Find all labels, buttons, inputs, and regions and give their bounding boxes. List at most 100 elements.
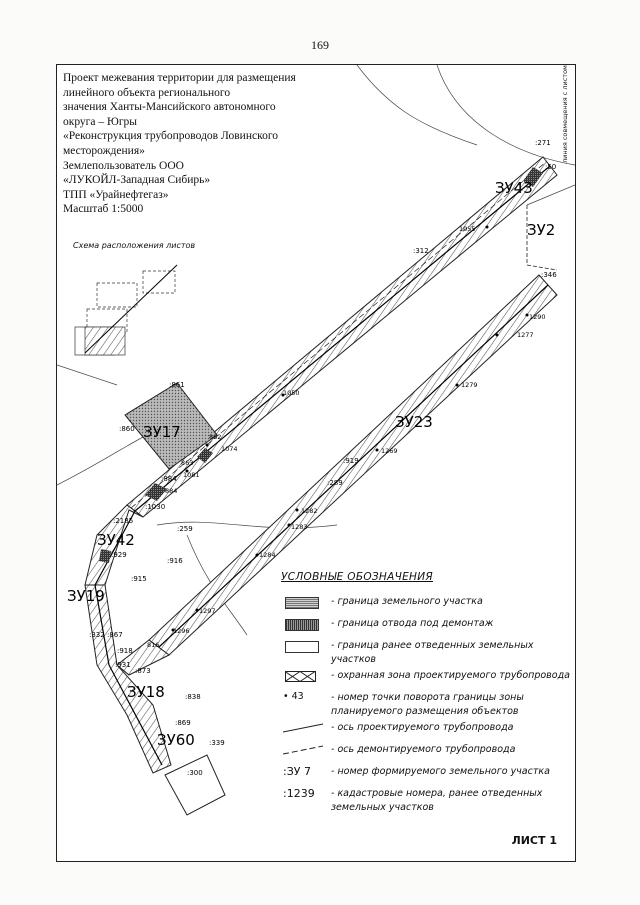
scheme-title: Схема расположения листов	[73, 241, 196, 250]
point-1055: 1055	[459, 225, 476, 233]
parcel-labels: :271 :50 :312 :346 :860 :861 :259 :916 :…	[89, 139, 557, 777]
legend-item: - ось проектируемого трубопровода	[279, 719, 571, 741]
parcel-259: :259	[177, 525, 193, 533]
parcel-346: :346	[541, 271, 557, 279]
legend-title: УСЛОВНЫЕ ОБОЗНАЧЕНИЯ	[281, 571, 433, 583]
point-1282: 1282	[301, 507, 318, 515]
sheet-index-1	[84, 326, 126, 356]
parcel-873: :873	[135, 667, 151, 675]
parcel-2185: :2185	[113, 517, 133, 525]
title-line: Масштаб 1:5000	[63, 203, 144, 216]
title-line: «ЛУКОЙЛ-Западная Сибирь»	[63, 174, 211, 187]
title-line: линейного объекта регионального	[63, 86, 231, 99]
parcel-860: :860	[119, 425, 135, 433]
point-1081: 1081	[183, 471, 200, 479]
legend-symbol-protection-zone	[279, 668, 331, 684]
sheet-index-3	[86, 308, 128, 334]
legend-symbol-projected-axis	[279, 720, 331, 736]
boundary-points	[171, 225, 529, 632]
legend-item: - граница ранее отведенных земельных уча…	[279, 637, 571, 667]
legend-item: :ЗУ 7 - номер формируемого земельного уч…	[279, 763, 571, 785]
demolition-segments	[99, 167, 543, 563]
label-zu43: ЗУ43	[495, 179, 533, 197]
title-line: значения Ханты-Мансийского автономного	[63, 101, 276, 114]
parcel-289: :289	[327, 479, 343, 487]
point-1279: 1279	[461, 381, 478, 389]
legend-text: - граница земельного участка	[331, 596, 483, 607]
parcel-931: :931	[115, 661, 131, 669]
point-1050: 1050	[283, 389, 300, 397]
parcel-332: :332	[89, 631, 105, 639]
legend-symbol-demolished-axis	[279, 742, 331, 758]
parcel-929: :929	[111, 551, 127, 559]
legend-item: - граница земельного участка	[279, 593, 571, 615]
legend-text: - ось демонтируемого трубопровода	[331, 744, 516, 755]
parcel-312: :312	[413, 247, 429, 255]
parcel-300: :300	[187, 769, 203, 777]
legend-item: :1239 - кадастровые номера, ранее отведе…	[279, 785, 571, 815]
parcel-869: :869	[175, 719, 191, 727]
legend-text: - номер точки поворота границы зоны план…	[331, 692, 524, 717]
title-line: Проект межевания территории для размещен…	[63, 72, 296, 84]
point-816: 816	[147, 641, 159, 649]
legend-item: - ось демонтируемого трубопровода	[279, 741, 571, 763]
parcel-271: :271	[535, 139, 551, 147]
title-line: Землепользователь ООО	[63, 159, 184, 172]
sheet-index-scheme	[74, 264, 178, 356]
parcel-300	[164, 754, 226, 816]
point-884: 884	[165, 487, 177, 495]
sheet-index-4	[96, 282, 138, 308]
parcel-915: :915	[131, 575, 147, 583]
page-number: 169	[311, 38, 329, 52]
cadastral-map	[57, 65, 575, 816]
point-1074: 1074	[221, 445, 238, 453]
parcel-zu2-boundary	[526, 205, 558, 271]
parcel-1030: :1030	[145, 503, 165, 511]
point-labels: 1055 1290 1277 1279 1050 1269 1074 1081 …	[147, 225, 546, 649]
parcel-916: :916	[167, 557, 183, 565]
point-1277: 1277	[517, 331, 534, 339]
title-block: Проект межевания территории для размещен…	[63, 71, 323, 217]
point-863: 863	[181, 459, 193, 467]
legend-symbol-prior-parcel	[279, 638, 331, 654]
parcel-867: :867	[107, 631, 123, 639]
legend-item: • 43 - номер точки поворота границы зоны…	[279, 689, 571, 719]
legend-item: - охранная зона проектируемого трубопров…	[279, 667, 571, 689]
label-zu18: ЗУ18	[127, 683, 165, 701]
map-labels: ЗУ43 ЗУ2 ЗУ17 ЗУ23 ЗУ42 ЗУ19 ЗУ18 ЗУ60 :…	[67, 139, 557, 777]
legend-symbol-new-parcel: :ЗУ 7	[283, 765, 311, 778]
parcel-884: :884	[161, 475, 177, 483]
label-zu42: ЗУ42	[97, 531, 135, 549]
label-zu19: ЗУ19	[67, 587, 105, 605]
legend-symbol-turn-point: • 43	[283, 691, 304, 702]
parcel-339: :339	[209, 739, 225, 747]
title-line: «Реконструкция трубопроводов Ловинского	[63, 130, 279, 143]
label-zu23: ЗУ23	[395, 413, 433, 431]
sheet-index-5	[142, 270, 176, 294]
legend: УСЛОВНЫЕ ОБОЗНАЧЕНИЯ - граница земельног…	[279, 571, 571, 815]
legend-symbol-cadastral: :1239	[283, 787, 315, 800]
pipeline-corridor-west	[84, 504, 172, 774]
parcel-918: :918	[117, 647, 133, 655]
label-zu17: ЗУ17	[143, 423, 181, 441]
legend-item: - граница отвода под демонтаж	[279, 615, 571, 637]
parcel-838: :838	[185, 693, 201, 701]
sheet-label: ЛИСТ 1	[511, 834, 557, 847]
legend-symbol-demolition-boundary	[279, 616, 331, 632]
parcel-861: :861	[169, 381, 185, 389]
label-zu60: ЗУ60	[157, 731, 195, 749]
title-line: месторождения»	[63, 144, 145, 157]
point-862: 862	[209, 433, 221, 441]
title-line: округа – Югры	[63, 115, 138, 128]
legend-text: - ось проектируемого трубопровода	[331, 722, 514, 733]
point-1297: 1297	[199, 607, 216, 615]
zone-labels: ЗУ43 ЗУ2 ЗУ17 ЗУ23 ЗУ42 ЗУ19 ЗУ18 ЗУ60	[67, 179, 555, 749]
legend-text: - граница ранее отведенных земельных уча…	[331, 640, 534, 665]
legend-text: - охранная зона проектируемого трубопров…	[331, 670, 570, 681]
legend-text: - номер формируемого земельного участка	[331, 766, 550, 777]
legend-symbol-parcel-boundary	[279, 594, 331, 610]
point-1269: 1269	[381, 447, 398, 455]
point-1284: 1284	[259, 551, 276, 559]
point-1296: 1296	[173, 627, 190, 635]
parcel-zu17	[124, 382, 218, 470]
